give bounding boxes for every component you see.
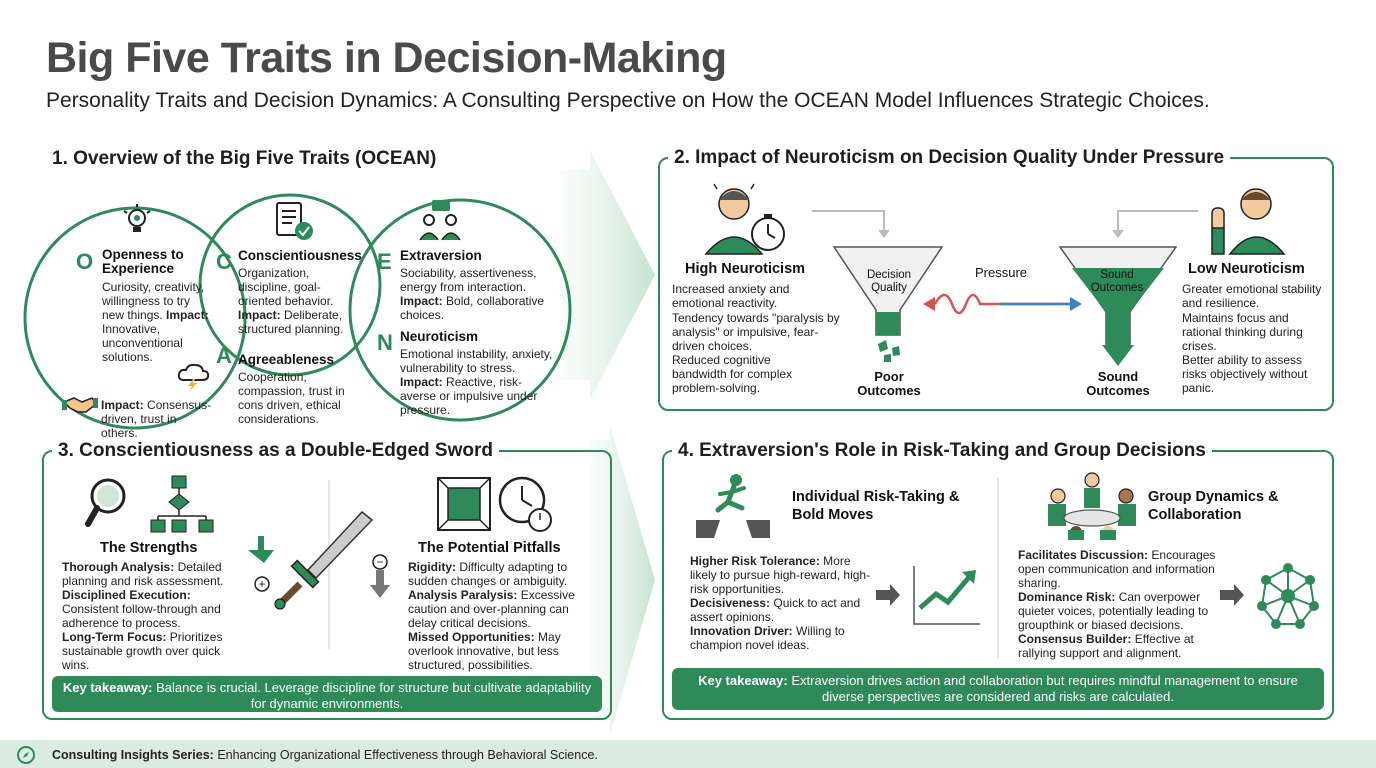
lightbulb-gear-icon xyxy=(123,204,151,232)
section2-title: 2. Impact of Neuroticism on Decision Qua… xyxy=(668,147,1231,169)
agreeableness-heading: Agreeableness xyxy=(238,352,335,367)
magnifier-flowchart-icon xyxy=(85,475,214,533)
footer-bar xyxy=(0,740,1376,768)
openness-desc: Curiosity, creativity, willingness to tr… xyxy=(102,280,209,365)
pressure-label: Pressure xyxy=(974,265,1028,280)
low-neuroticism-p1: Greater emotional stability and resilien… xyxy=(1182,282,1322,311)
people-chat-icon xyxy=(419,200,461,241)
agreeableness-impact: Impact: Consensus-driven, trust in other… xyxy=(101,398,212,441)
leaping-person-icon xyxy=(696,474,770,538)
meeting-group-icon xyxy=(1048,472,1136,540)
conscientiousness-heading: Conscientiousness xyxy=(238,248,362,263)
high-neuroticism-p2: Tendency towards "paralysis by analysis"… xyxy=(672,311,840,354)
pitfalls-heading: The Potential Pitfalls xyxy=(418,540,561,556)
group-heading: Group Dynamics & Collaboration xyxy=(1148,489,1279,524)
pitfalls-list: Rigidity: Difficulty adapting to sudden … xyxy=(408,560,575,673)
neuroticism-heading: Neuroticism xyxy=(400,329,479,344)
high-neuroticism-heading: High Neuroticism xyxy=(685,261,806,277)
anxious-person-icon xyxy=(704,183,785,255)
growth-chart-icon xyxy=(876,566,980,625)
page-subtitle: Personality Traits and Decision Dynamics… xyxy=(46,89,1210,112)
sound-outcomes-label: Sound Outcomes xyxy=(1086,369,1150,399)
low-neuroticism-heading: Low Neuroticism xyxy=(1188,261,1305,277)
high-neuroticism-p1: Increased anxiety and emotional reactivi… xyxy=(672,282,790,311)
letter-c: C xyxy=(216,249,232,274)
divider-line xyxy=(997,478,999,658)
neuroticism-desc: Emotional instability, anxiety, vulnerab… xyxy=(400,347,553,418)
svg-text:+: + xyxy=(258,577,265,591)
storm-cloud-icon xyxy=(177,363,210,392)
openness-heading: Openness to Experience xyxy=(102,247,184,277)
section4-takeaway: Key takeaway: Extraversion drives action… xyxy=(672,668,1324,710)
footer-text: Consulting Insights Series: Enhancing Or… xyxy=(52,748,598,762)
clipboard-check-icon xyxy=(276,202,313,240)
individual-heading: Individual Risk-Taking & Bold Moves xyxy=(792,489,960,524)
high-neuroticism-p3: Reduced cognitive bandwidth for complex … xyxy=(672,353,793,396)
ocean-circles xyxy=(23,193,572,430)
low-neuroticism-p2: Maintains focus and rational thinking du… xyxy=(1182,311,1303,354)
page-title: Big Five Traits in Decision-Making xyxy=(46,34,727,82)
section3-title: 3. Conscientiousness as a Double-Edged S… xyxy=(52,440,499,462)
individual-list: Higher Risk Tolerance: More likely to pu… xyxy=(690,554,871,653)
conscientiousness-desc: Organization, discipline, goal-oriented … xyxy=(238,266,344,337)
handshake-icon xyxy=(62,397,98,413)
poor-outcomes-label: Poor Outcomes xyxy=(857,369,921,399)
svg-text:−: − xyxy=(376,555,383,569)
letter-a: A xyxy=(216,343,232,368)
calm-person-icon xyxy=(1211,188,1286,255)
sword-icon: + − xyxy=(248,480,390,650)
letter-n: N xyxy=(377,330,393,355)
compass-icon xyxy=(17,746,35,764)
low-neuroticism-p3: Better ability to assess risks objective… xyxy=(1182,353,1308,396)
section4-title: 4. Extraversion's Role in Risk-Taking an… xyxy=(672,440,1212,462)
extraversion-desc: Sociability, assertiveness, energy from … xyxy=(400,266,545,323)
section3-takeaway: Key takeaway: Balance is crucial. Levera… xyxy=(52,676,602,712)
strengths-heading: The Strengths xyxy=(100,540,198,556)
funnels-diagram xyxy=(812,210,1198,366)
network-icon xyxy=(1220,563,1319,629)
group-list: Facilitates Discussion: Encourages open … xyxy=(1018,548,1216,661)
strengths-list: Thorough Analysis: Detailed planning and… xyxy=(62,560,224,673)
frame-clock-icon xyxy=(437,476,552,532)
letter-o: O xyxy=(76,249,94,274)
funnel-left-label: Decision Quality xyxy=(866,269,912,294)
letter-e: E xyxy=(377,249,392,274)
funnel-right-label: Sound Outcomes xyxy=(1090,269,1144,294)
agreeableness-desc: Cooperation, compassion, trust in cons d… xyxy=(238,370,345,427)
extraversion-heading: Extraversion xyxy=(400,248,482,263)
section1-title: 1. Overview of the Big Five Traits (OCEA… xyxy=(46,148,443,170)
